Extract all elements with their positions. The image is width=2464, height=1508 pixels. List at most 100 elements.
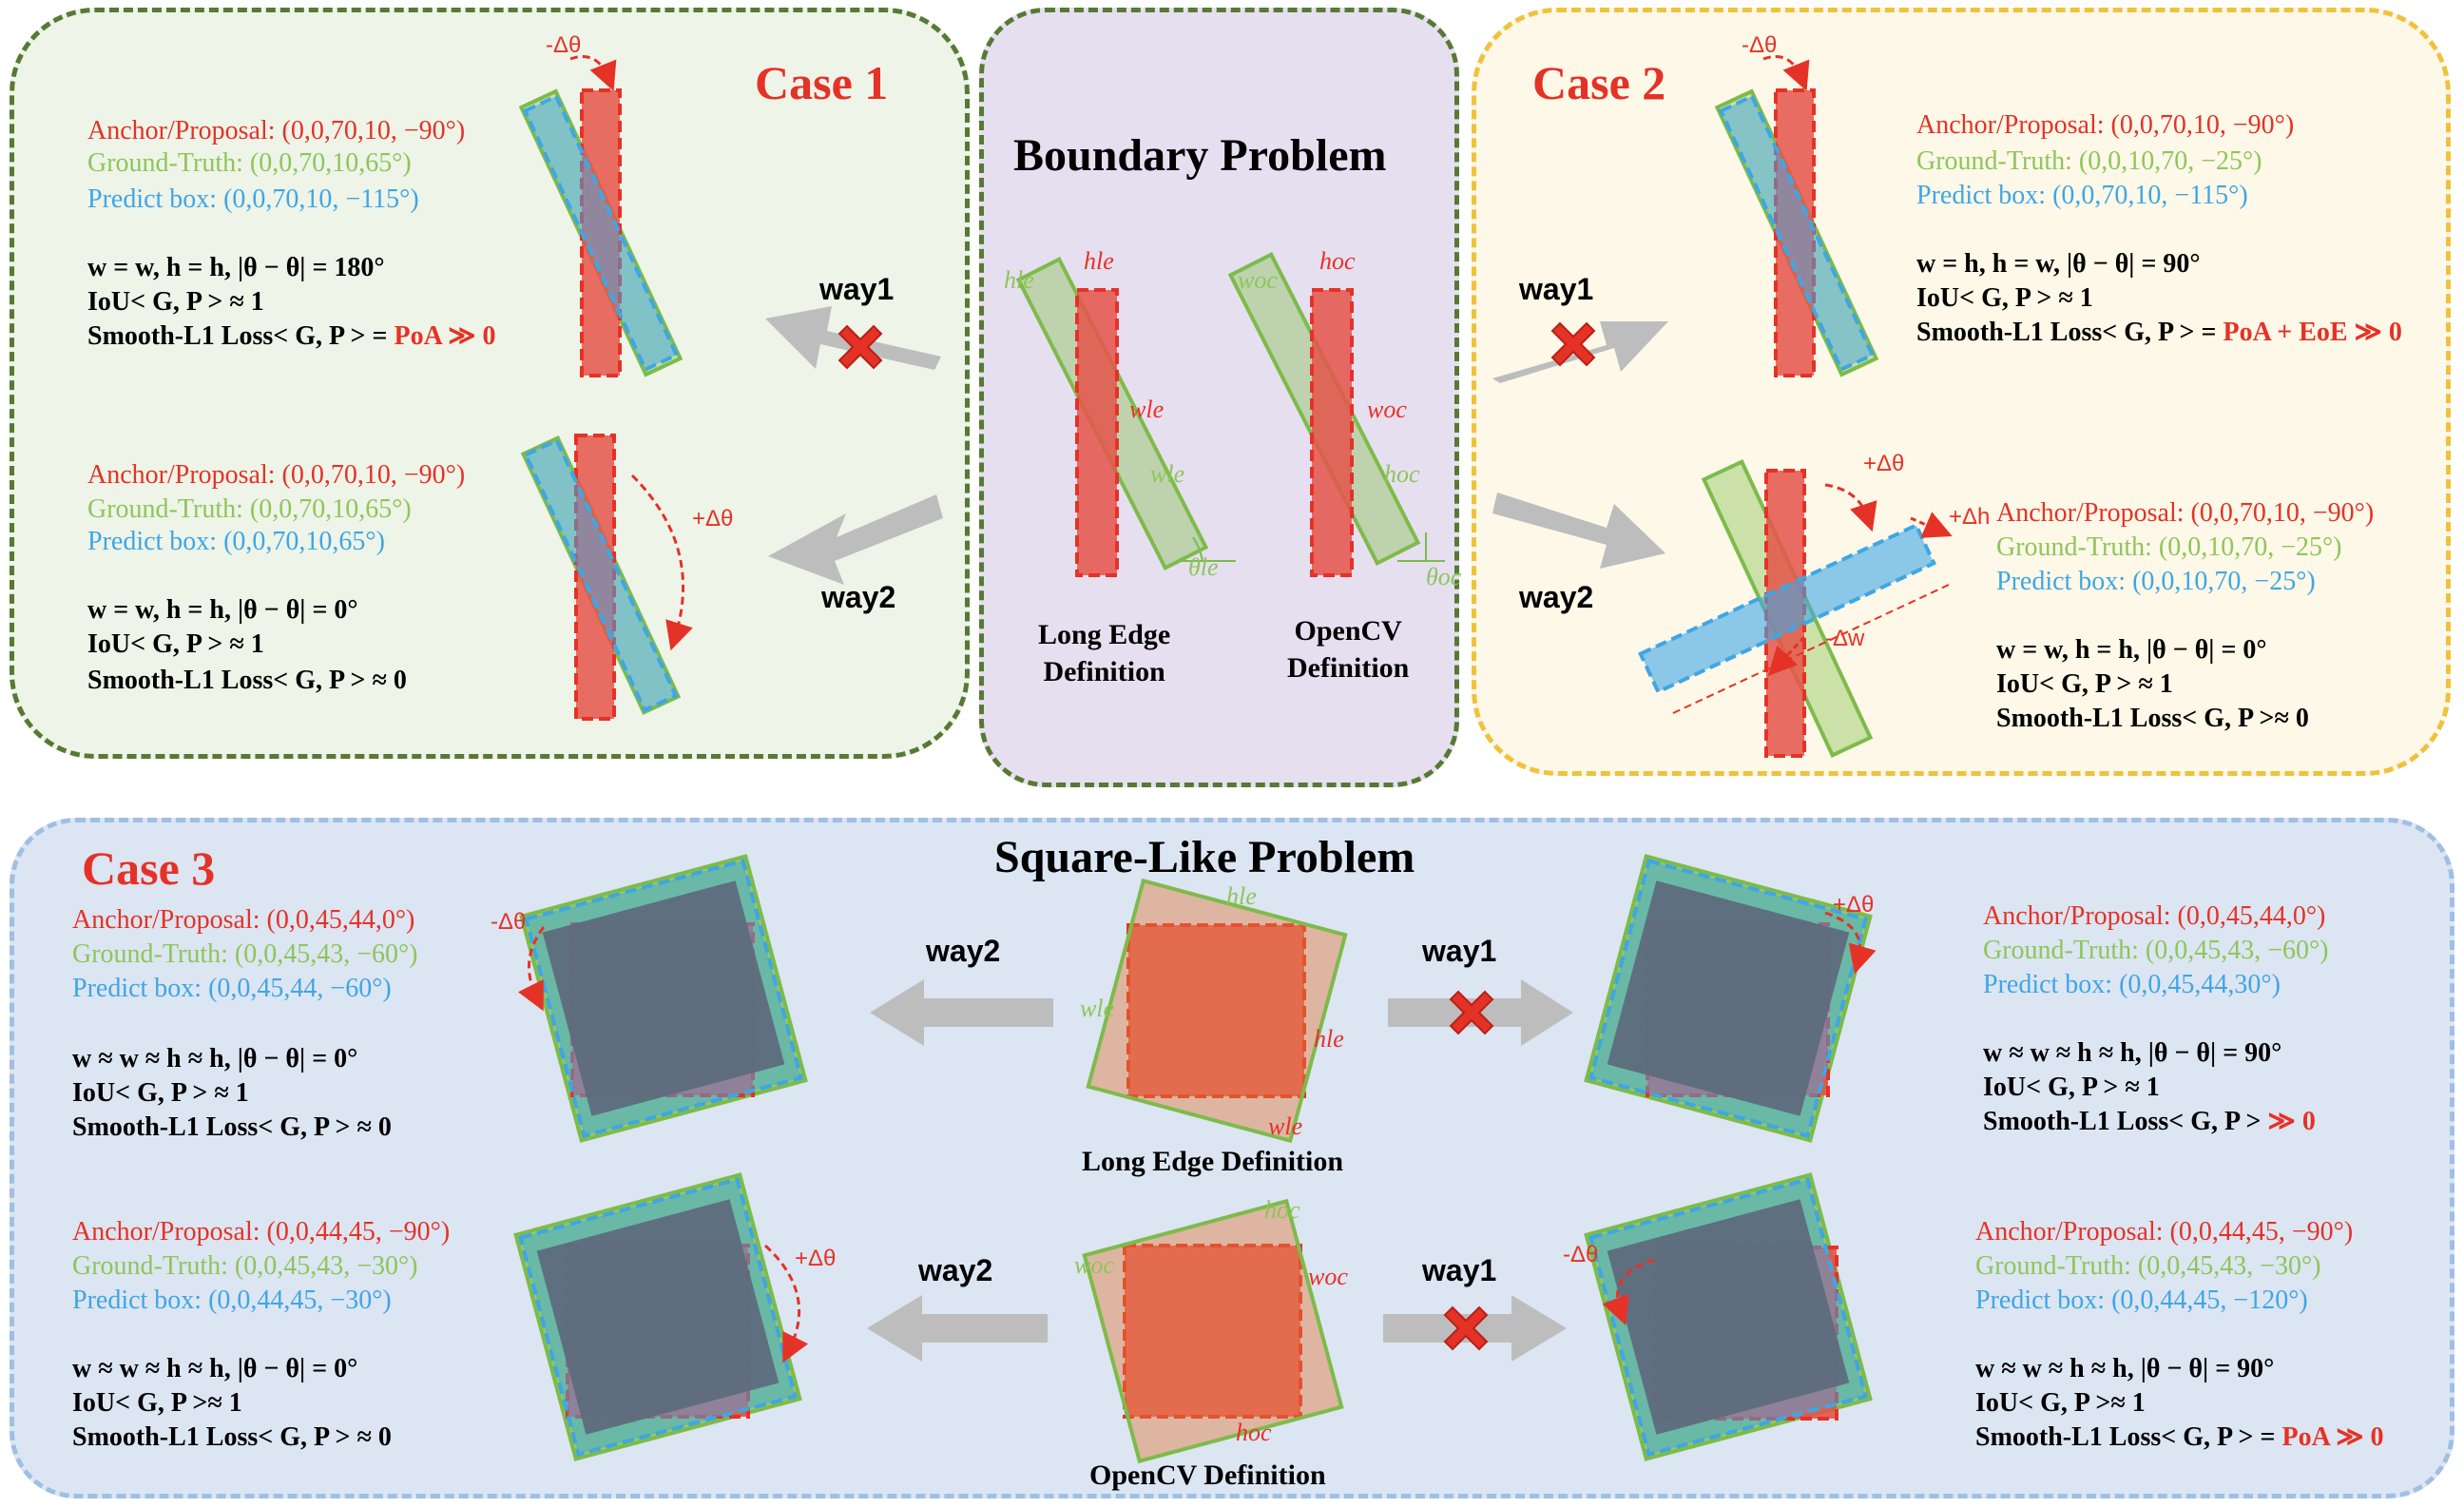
case3-bl-gt: Ground-Truth: (0,0,45,43, −30°)	[72, 1251, 418, 1281]
case1-bottom-iou: IoU< G, P > ≈ 1	[87, 629, 264, 659]
case3-tr-plus-dtheta: +Δθ	[1833, 892, 1875, 918]
case3-br-relation: w ≈ w ≈ h ≈ h, |θ − θ| = 90°	[1975, 1354, 2275, 1383]
case2-top-pred: Predict box: (0,0,70,10, −115°)	[1916, 181, 2248, 210]
case1-top-minus-dtheta: -Δθ	[546, 32, 582, 58]
sq-w-oc-left: woc	[1074, 1251, 1114, 1279]
sq-h-oc-top: hoc	[1264, 1196, 1300, 1224]
case2-top-relation: w = h, h = w, |θ − θ| = 90°	[1916, 249, 2201, 279]
case3-tr-way1-label: way1	[1422, 934, 1497, 968]
case3-bl-boxes	[513, 1172, 809, 1461]
case3-bl-iou: IoU< G, P >≈ 1	[72, 1388, 242, 1418]
rotation-arrow-icon	[630, 474, 693, 651]
sq-h-le-top: hle	[1226, 882, 1257, 910]
rotation-arrow-icon	[763, 1244, 809, 1363]
square-like-problem-title: Square-Like Problem	[994, 832, 1415, 882]
case2-bottom-relation: w = w, h = h, |θ − θ| = 0°	[1996, 635, 2267, 665]
case3-br-loss: Smooth-L1 Loss< G, P > = PoA ≫ 0	[1975, 1424, 2384, 1451]
case2-bottom-iou: IoU< G, P > ≈ 1	[1996, 669, 2173, 699]
case1-way2-arrow	[768, 494, 943, 585]
case1-top-iou: IoU< G, P > ≈ 1	[87, 287, 264, 317]
case1-top-anchor: Anchor/Proposal: (0,0,70,10, −90°)	[87, 116, 466, 145]
opencv-line1: OpenCV	[1294, 615, 1402, 647]
case2-bottom-plus-dh: +Δh	[1949, 504, 1991, 530]
w-oc-label-red: woc	[1367, 396, 1407, 423]
opencv-illustration	[1227, 251, 1445, 577]
case2-bottom-pred: Predict box: (0,0,10,70, −25°)	[1996, 567, 2316, 596]
case2-top-minus-dtheta: -Δθ	[1742, 32, 1778, 58]
case3-tr-iou: IoU< G, P > ≈ 1	[1983, 1073, 2160, 1102]
long-edge-definition-label: Long Edge Definition	[1038, 616, 1170, 690]
long-edge-illustration	[1015, 256, 1236, 577]
case3-tl-iou: IoU< G, P > ≈ 1	[72, 1078, 249, 1108]
case3-tl-loss: Smooth-L1 Loss< G, P > ≈ 0	[72, 1112, 392, 1142]
sq-w-oc-right: woc	[1308, 1263, 1348, 1290]
loss-value: PoA ≫ 0	[394, 321, 496, 351]
case1-top-gt: Ground-Truth: (0,0,70,10,65°)	[87, 148, 412, 178]
case3-tl-way2-arrow	[870, 979, 1053, 1046]
rotation-arrow-icon	[569, 55, 617, 91]
loss-prefix: Smooth-L1 Loss< G, P >	[1983, 1107, 2268, 1136]
loss-value: PoA + EoE ≫ 0	[2223, 318, 2402, 347]
sq-h-oc-bottom: hoc	[1236, 1419, 1272, 1446]
h-le-label-red: hle	[1084, 247, 1114, 275]
sq-w-le-bottom: wle	[1268, 1112, 1303, 1140]
boundary-problem-title: Boundary Problem	[1013, 130, 1387, 181]
case1-bottom-relation: w = w, h = h, |θ − θ| = 0°	[87, 595, 358, 625]
loss-value: ≫ 0	[2267, 1107, 2316, 1136]
long-edge-line1: Long Edge	[1038, 619, 1171, 650]
case1-bottom-plus-dtheta: +Δθ	[692, 506, 734, 532]
case2-way1-label: way1	[1519, 272, 1594, 306]
case3-br-pred: Predict box: (0,0,44,45, −120°)	[1975, 1286, 2308, 1315]
case3-tl-way2-label: way2	[926, 934, 1001, 968]
case3-tr-relation: w ≈ w ≈ h ≈ h, |θ − θ| = 90°	[1983, 1038, 2282, 1068]
loss-value: PoA ≫ 0	[2281, 1422, 2384, 1452]
case1-bottom-boxes	[520, 434, 693, 721]
case1-top-boxes	[518, 55, 683, 377]
h-le-label-green: hle	[1004, 266, 1034, 294]
case2-bottom-plus-dtheta: +Δθ	[1863, 451, 1905, 476]
case3-br-gt: Ground-Truth: (0,0,45,43, −30°)	[1975, 1251, 2321, 1281]
case1-top-loss: Smooth-L1 Loss< G, P > = PoA ≫ 0	[87, 323, 496, 350]
case3-bl-loss: Smooth-L1 Loss< G, P > ≈ 0	[72, 1422, 392, 1452]
rotation-arrow-icon	[1602, 1258, 1655, 1326]
loss-prefix: Smooth-L1 Loss< G, P > =	[87, 321, 395, 351]
case3-br-minus-dtheta: -Δθ	[1563, 1242, 1599, 1267]
case3-label: Case 3	[82, 841, 216, 895]
opencv-definition-label: OpenCV Definition	[1287, 612, 1409, 686]
case3-tl-pred: Predict box: (0,0,45,44, −60°)	[72, 974, 392, 1003]
case3-br-boxes	[1584, 1172, 1873, 1461]
case3-br-way1-arrow	[1383, 1295, 1567, 1362]
case1-bottom-pred: Predict box: (0,0,70,10,65°)	[87, 527, 385, 556]
theta-le-label: θle	[1188, 553, 1219, 581]
case3-tr-loss: Smooth-L1 Loss< G, P > ≫ 0	[1983, 1109, 2316, 1135]
case3-opencv-square	[1082, 1198, 1344, 1464]
case3-long-edge-square	[1086, 878, 1348, 1144]
rotation-arrow-icon	[1762, 55, 1810, 91]
case2-bottom-anchor: Anchor/Proposal: (0,0,70,10, −90°)	[1996, 498, 2375, 528]
case1-label: Case 1	[755, 56, 889, 109]
case3-tr-boxes	[1584, 854, 1877, 1143]
case3-br-way1-label: way1	[1422, 1253, 1497, 1287]
case2-panel	[1472, 8, 2451, 776]
loss-prefix: Smooth-L1 Loss< G, P > =	[1916, 318, 2223, 347]
case3-tl-gt: Ground-Truth: (0,0,45,43, −60°)	[72, 939, 418, 969]
case2-way1-arrow	[1492, 321, 1668, 383]
case1-top-relation: w = w, h = h, |θ − θ| = 180°	[87, 253, 385, 282]
case3-bl-relation: w ≈ w ≈ h ≈ h, |θ − θ| = 0°	[72, 1354, 358, 1383]
case2-top-anchor: Anchor/Proposal: (0,0,70,10, −90°)	[1916, 110, 2295, 140]
case1-bottom-anchor: Anchor/Proposal: (0,0,70,10, −90°)	[87, 460, 466, 490]
case2-top-gt: Ground-Truth: (0,0,10,70, −25°)	[1916, 146, 2262, 176]
opencv-line2: Definition	[1287, 652, 1410, 684]
case3-bl-pred: Predict box: (0,0,44,45, −30°)	[72, 1286, 392, 1315]
rotation-arrow-icon	[517, 926, 546, 1012]
rotation-arrow-icon	[1824, 483, 1877, 532]
case1-way1-label: way1	[819, 272, 895, 306]
case3-bl-way2-arrow	[867, 1295, 1048, 1362]
h-oc-label-green: hoc	[1384, 460, 1420, 488]
case2-bottom-gt: Ground-Truth: (0,0,10,70, −25°)	[1996, 532, 2342, 562]
case3-bl-way2-label: way2	[918, 1253, 993, 1287]
w-oc-label-green: woc	[1238, 266, 1278, 294]
boundary-panel	[979, 8, 1459, 787]
case2-label: Case 2	[1532, 56, 1666, 109]
